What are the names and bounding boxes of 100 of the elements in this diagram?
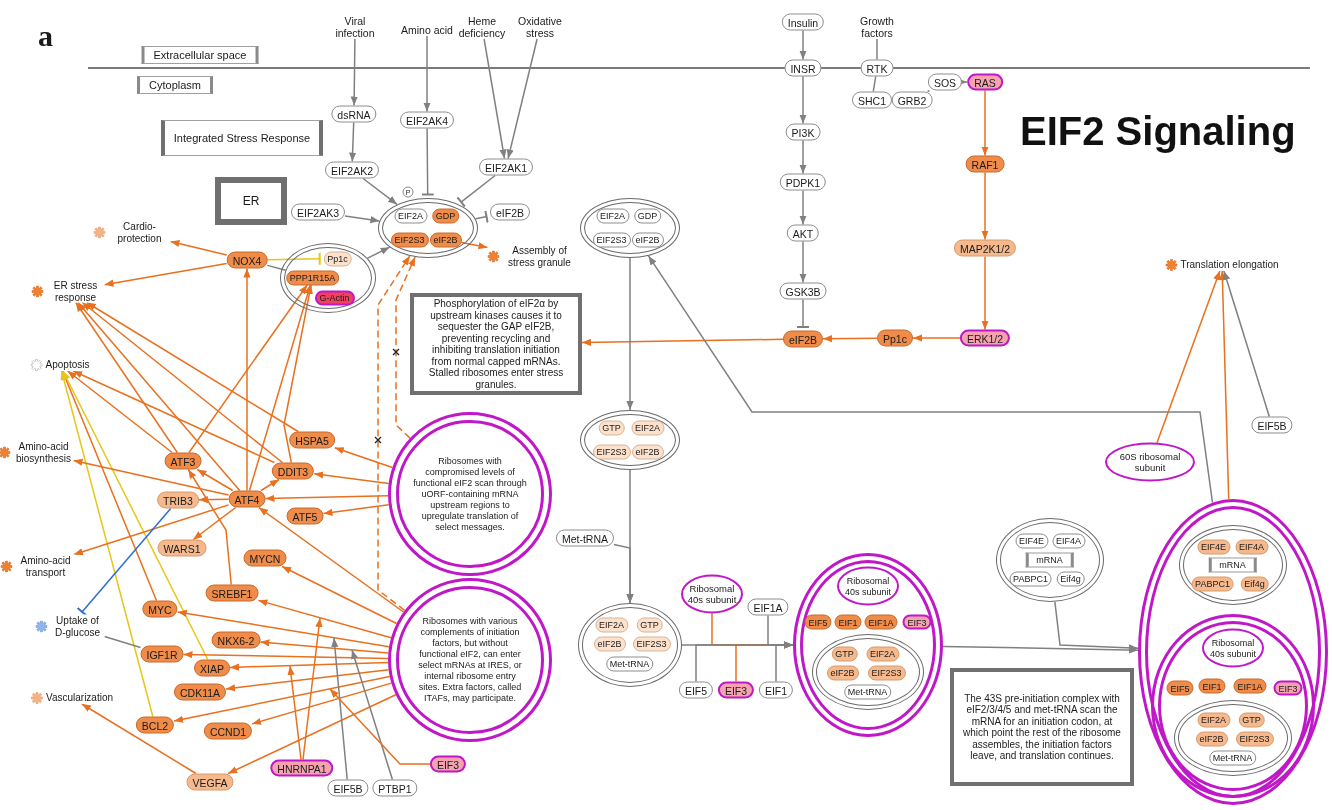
inhibition-line — [266, 251, 321, 266]
molecule-node: ATF3 — [164, 452, 202, 470]
molecule-node: EIF2S3 — [1235, 731, 1274, 746]
arrow — [257, 599, 392, 639]
molecule-node: AKT — [786, 224, 820, 242]
arrow — [313, 471, 390, 485]
molecule-node: GTP — [598, 420, 625, 435]
molecule-node: BCL2 — [135, 716, 175, 734]
molecule-node: Pp1c — [323, 251, 352, 266]
molecule-node: EIF2S3 — [592, 232, 631, 247]
stimulus-label: Oxidative stress — [514, 15, 566, 39]
molecule-node: RAF1 — [965, 155, 1005, 173]
molecule-node: EIF2A — [394, 208, 427, 223]
arrow — [626, 257, 634, 411]
molecule-node: DDIT3 — [271, 462, 315, 480]
molecule-node: Met-tRNA — [605, 656, 654, 671]
molecule-node: CDK11A — [173, 683, 227, 701]
molecule-node: SHC1 — [852, 91, 892, 109]
molecule-node: Met-tRNA — [843, 684, 892, 699]
arrow — [225, 668, 390, 692]
arrow — [799, 139, 807, 175]
compartment-tag: Extracellular space — [141, 46, 259, 64]
molecule-node: VEGFA — [186, 773, 234, 791]
connector-line — [876, 38, 878, 61]
arrow — [60, 370, 154, 718]
arrow — [182, 651, 389, 660]
molecule-node: Met-tRNA — [555, 529, 615, 547]
arrow — [229, 661, 389, 671]
molecule-node: EIF2AK1 — [479, 158, 533, 176]
molecule-node: eIF2B — [631, 444, 664, 459]
arrow — [72, 370, 276, 464]
molecule-node: NKX6-2 — [211, 631, 261, 649]
molecule-node: MAP2K1/2 — [953, 239, 1017, 257]
molecule-node: EIF2AK3 — [291, 203, 345, 221]
molecule-node: EIF2S3 — [632, 636, 671, 651]
molecule-node: RAS — [967, 73, 1003, 91]
arrow — [912, 334, 961, 342]
molecule-node: INSR — [784, 59, 822, 77]
arrow — [81, 703, 197, 775]
inhibition-line — [474, 209, 489, 224]
molecule-node: EIF2S3 — [592, 444, 631, 459]
arrow — [264, 494, 389, 502]
molecule-node: eIF2B — [783, 330, 823, 348]
ribosome-complex-ring — [793, 553, 943, 737]
molecule-node: Eif4g — [1056, 571, 1085, 586]
ribosome-complex-ring — [1138, 499, 1328, 805]
molecule-node: ATF5 — [286, 507, 324, 525]
molecule-node: PABPC1 — [1009, 571, 1052, 586]
arrow — [281, 565, 398, 625]
arrow — [647, 255, 1214, 504]
molecule-node: PTBP1 — [372, 779, 418, 797]
arrow — [1223, 270, 1271, 418]
ribosome-subunit-ring: Ribosomal 40s subunit — [837, 566, 899, 606]
arrow — [581, 338, 784, 347]
arrow — [350, 38, 358, 107]
arrow — [799, 189, 807, 226]
arrow — [981, 171, 989, 241]
inhibition-line — [456, 174, 496, 208]
diagram-title: EIF2 Signaling — [1020, 108, 1296, 154]
molecule-node: GSK3B — [779, 282, 827, 300]
note-box: The 43S pre-initiation complex with eIF2/3/4/5 and met-tRNA scan the mRNA for an initiation codon, at which point the rest of the ribosome assembles, the initiation factors leave, and translation continues. — [950, 668, 1134, 786]
function-label: Amino-acid biosynthesis — [13, 440, 74, 464]
molecule-node: EIF4A — [1235, 539, 1268, 554]
molecule-node: PI3K — [785, 123, 821, 141]
molecule-node: eIF2B — [631, 232, 664, 247]
molecule-node: ERK1/2 — [959, 329, 1011, 347]
molecule-node: EIF1 — [758, 681, 794, 699]
molecule-node: EIF1A — [1233, 678, 1267, 694]
arrow — [188, 284, 308, 454]
arrow — [176, 609, 390, 648]
arrow — [334, 447, 394, 469]
arrow — [62, 370, 209, 661]
molecule-node: G-Actin — [314, 290, 355, 305]
molecule-node: EIF3 — [1273, 680, 1303, 696]
molecule-node: PDPK1 — [779, 173, 827, 191]
molecule-node: eIF2B — [429, 232, 462, 247]
molecule-node: GRB2 — [891, 91, 933, 109]
molecule-node: GTP — [1238, 712, 1265, 727]
arrow — [77, 301, 241, 492]
molecule-node: EIF2AK2 — [325, 161, 379, 179]
connector-line — [872, 75, 877, 93]
molecule-node: dsRNA — [331, 105, 377, 123]
arrow — [283, 284, 313, 464]
arrow — [302, 617, 323, 761]
arrow — [259, 639, 390, 654]
molecule-node: EIF4E — [1015, 533, 1048, 548]
arrow — [103, 262, 228, 287]
molecule-node: EIF3 — [429, 755, 467, 773]
molecule-node: SOS — [927, 73, 963, 91]
molecule-node: RTK — [860, 59, 894, 77]
arrow — [248, 284, 312, 492]
ribosome-complex-ring — [1151, 614, 1315, 798]
arrow — [187, 468, 232, 586]
molecule-node: PPP1R15A — [285, 270, 340, 285]
arrow — [483, 38, 507, 160]
molecule-node: eIF2B — [826, 665, 859, 680]
molecule-node: EIF2S3 — [390, 232, 429, 247]
arrow — [192, 506, 237, 541]
mrna-box: mRNA — [1025, 552, 1074, 567]
molecule-node: HSPA5 — [289, 431, 335, 449]
